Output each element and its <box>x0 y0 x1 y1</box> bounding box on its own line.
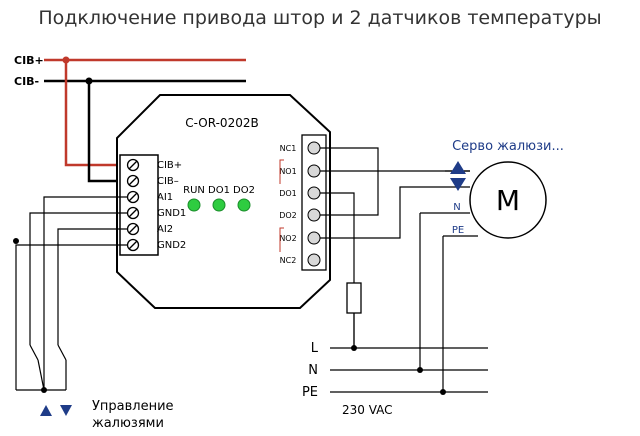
led-label-run: RUN <box>183 185 205 196</box>
mains-label-n: N <box>308 363 318 378</box>
terminal-label-gnd2: GND2 <box>157 240 186 251</box>
led-label-do2: DO2 <box>233 185 255 196</box>
wire-cib-minus <box>87 81 128 183</box>
bus-plus-label: CIB+ <box>14 54 44 67</box>
mains-voltage: 230 VAC <box>342 403 393 417</box>
relay-label-do2: DO2 <box>279 211 297 220</box>
led-run-icon <box>187 198 201 212</box>
wire-junction-gnd <box>13 238 19 244</box>
relay-contact-2 <box>279 227 284 252</box>
relay-label-do1: DO1 <box>279 189 297 198</box>
terminal-label-cib-minus: CIB– <box>157 176 179 187</box>
motor-pe-label: PE <box>452 225 464 236</box>
control-label-line1: Управление <box>92 399 174 414</box>
diagram-title: Подключение привода штор и 2 датчиков те… <box>38 7 601 29</box>
terminal-label-ai1: AI1 <box>157 192 173 203</box>
relay-label-nc2: NC2 <box>280 256 297 265</box>
wire-nc1-do2 <box>320 147 379 216</box>
switch-icon <box>16 344 67 391</box>
junction-l <box>351 345 357 351</box>
triangle-down-icon <box>60 405 72 416</box>
mains-label-l: L <box>311 341 319 356</box>
relay-terminal-circles <box>307 141 321 267</box>
wire-ai1 <box>43 196 128 390</box>
terminal-screws-left <box>126 158 140 252</box>
wire-ai2 <box>57 228 128 345</box>
motor-arrow-up-icon <box>450 161 466 174</box>
terminal-block-left <box>119 154 159 256</box>
terminal-block-right <box>301 134 327 271</box>
junction-n <box>417 367 423 373</box>
wire-gnd1 <box>29 212 128 345</box>
led-label-do1: DO1 <box>208 185 230 196</box>
wire-no2-motor <box>320 186 470 239</box>
motor-symbol: M <box>496 184 520 217</box>
mains-label-pe: PE <box>302 385 318 400</box>
control-label-line2: жалюзями <box>92 416 164 431</box>
module-name: C-OR-0202B <box>185 116 258 130</box>
junction-pe <box>440 389 446 395</box>
motor-n-label: N <box>453 202 460 213</box>
triangle-up-icon <box>40 405 52 416</box>
relay-label-no2: NO2 <box>279 234 296 243</box>
relay-label-nc1: NC1 <box>280 144 297 153</box>
led-do1-icon <box>212 198 226 212</box>
led-do2-icon <box>237 198 251 212</box>
switch-junction <box>41 387 47 393</box>
wire-gnd2 <box>15 244 128 390</box>
terminal-label-gnd1: GND1 <box>157 208 186 219</box>
motor-arrow-down-icon <box>450 178 466 191</box>
wire-cib-plus <box>64 60 128 167</box>
terminal-label-ai2: AI2 <box>157 224 173 235</box>
relay-contact-1 <box>279 159 284 184</box>
motor-title: Серво жалюзи... <box>452 139 564 154</box>
fuse-icon <box>346 282 362 314</box>
relay-label-no1: NO1 <box>279 167 296 176</box>
motor-icon <box>469 161 547 239</box>
bus-minus-label: CIB- <box>14 75 39 88</box>
terminal-label-cib-plus: CIB+ <box>157 160 182 171</box>
